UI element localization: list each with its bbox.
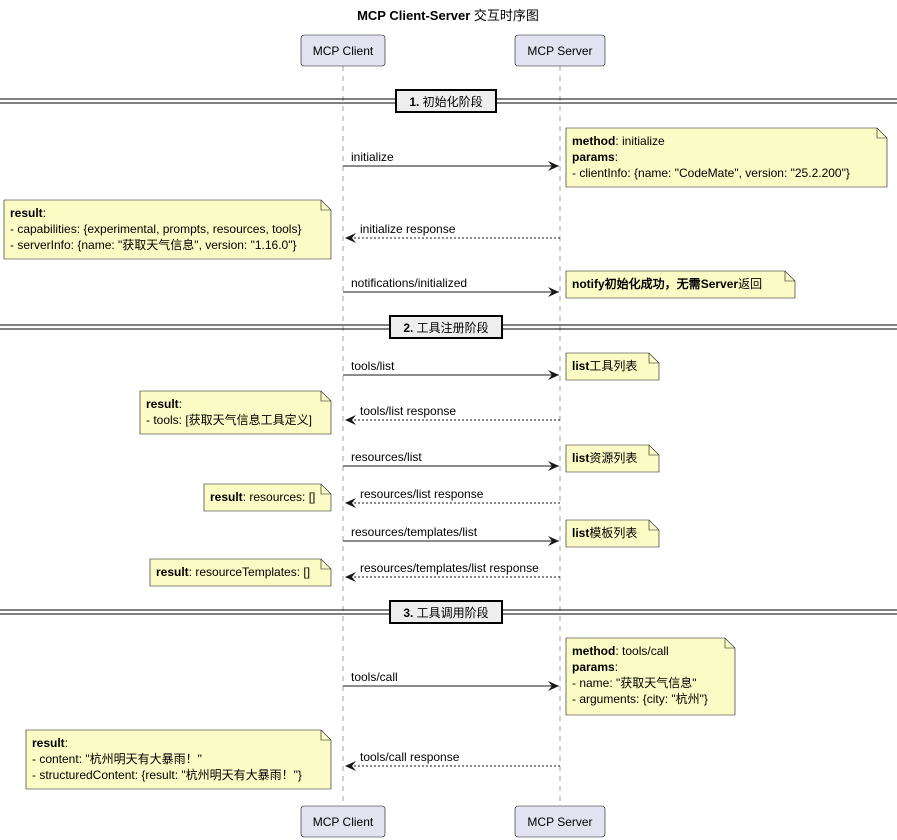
- note-line: - capabilities: {experimental, prompts, …: [10, 222, 301, 236]
- message-tools-call: tools/call: [343, 670, 559, 691]
- note-line: params:: [572, 150, 618, 164]
- note-line: - tools: [获取天气信息工具定义]: [146, 412, 312, 427]
- note-tools-call: method: tools/call params:- name: "获取天气信息…: [565, 637, 736, 716]
- divider-call: 3. 工具调用阶段: [0, 600, 897, 624]
- note-initialize: method: initialize params: - clientInfo: {…: [565, 127, 888, 188]
- note-line: - clientInfo: {name: "CodeMate", version…: [572, 166, 850, 180]
- note-line: list工具列表: [572, 359, 637, 373]
- message-resources-list: resources/list: [343, 450, 559, 471]
- note-line: - arguments: {city: "杭州"}: [572, 691, 708, 706]
- note-line: result:: [10, 206, 46, 220]
- note-resources-list-result: result: resources: []: [203, 483, 332, 512]
- svg-text:tools/call: tools/call: [351, 670, 398, 684]
- participant-client-label: MCP Client: [313, 815, 374, 829]
- svg-text:initialize response: initialize response: [360, 222, 456, 236]
- message-tools-list: tools/list: [343, 359, 559, 380]
- participant-server-bottom: MCP Server: [514, 805, 606, 838]
- note-tools-list-result: result:- tools: [获取天气信息工具定义]: [139, 390, 332, 435]
- note-line: result: resources: []: [210, 490, 315, 504]
- divider-register: 2. 工具注册阶段: [0, 315, 897, 339]
- divider-init: 1. 初始化阶段: [0, 89, 897, 113]
- svg-text:tools/call response: tools/call response: [360, 750, 460, 764]
- svg-text:tools/list: tools/list: [351, 359, 395, 373]
- note-line: params:: [572, 660, 618, 674]
- note-templates-list-result: result: resourceTemplates: []: [149, 558, 332, 587]
- note-line: method: tools/call: [572, 644, 669, 658]
- note-tools-call-result: result:- content: "杭州明天有大暴雨！"- structure…: [25, 729, 332, 790]
- participant-server-top: MCP Server: [514, 34, 606, 67]
- message-tools-list-response: tools/list response: [345, 404, 560, 425]
- svg-text:resources/list response: resources/list response: [360, 487, 484, 501]
- participant-server-label: MCP Server: [527, 44, 592, 58]
- note-notify: notify初始化成功，无需Server返回: [565, 270, 796, 299]
- note-line: list模板列表: [572, 526, 637, 540]
- message-resources-list-response: resources/list response: [345, 487, 560, 508]
- message-resources-templates-list-response: resources/templates/list response: [345, 561, 560, 582]
- note-line: method: initialize: [572, 134, 665, 148]
- message-notifications-initialized: notifications/initialized: [343, 276, 559, 297]
- participant-server-label: MCP Server: [527, 815, 592, 829]
- diagram-title: MCP Client-Server 交互时序图: [357, 8, 539, 23]
- note-line: list资源列表: [572, 451, 637, 465]
- note-line: result: resourceTemplates: []: [156, 565, 310, 579]
- note-line: - content: "杭州明天有大暴雨！": [32, 751, 202, 766]
- note-resources-list: list资源列表: [565, 444, 660, 473]
- note-line: notify初始化成功，无需Server返回: [572, 276, 762, 291]
- svg-text:resources/templates/list: resources/templates/list: [351, 525, 478, 539]
- message-resources-templates-list: resources/templates/list: [343, 525, 559, 546]
- svg-text:initialize: initialize: [351, 150, 394, 164]
- notes-layer: method: initialize params: - clientInfo: {…: [3, 127, 888, 790]
- message-tools-call-response: tools/call response: [345, 750, 560, 771]
- note-line: result:: [32, 736, 68, 750]
- note-initialize-result: result: - capabilities: {experimental, pr…: [3, 199, 332, 260]
- svg-text:tools/list response: tools/list response: [360, 404, 456, 418]
- message-initialize-response: initialize response: [345, 222, 560, 243]
- participant-client-bottom: MCP Client: [300, 805, 386, 838]
- note-line: - name: "获取天气信息": [572, 675, 697, 690]
- divider-label: 2. 工具注册阶段: [403, 320, 488, 335]
- note-line: result:: [146, 397, 182, 411]
- participant-client-label: MCP Client: [313, 44, 374, 58]
- svg-text:resources/list: resources/list: [351, 450, 422, 464]
- message-initialize: initialize: [343, 150, 559, 171]
- note-templates-list: list模板列表: [565, 519, 660, 548]
- note-tools-list: list工具列表: [565, 352, 660, 381]
- divider-label: 1. 初始化阶段: [409, 94, 482, 109]
- note-line: - serverInfo: {name: "获取天气信息", version: …: [10, 237, 296, 252]
- note-line: - structuredContent: {result: "杭州明天有大暴雨！…: [32, 767, 302, 782]
- divider-label: 3. 工具调用阶段: [403, 605, 488, 620]
- svg-text:notifications/initialized: notifications/initialized: [351, 276, 467, 290]
- participant-client-top: MCP Client: [300, 34, 386, 67]
- svg-text:resources/templates/list respo: resources/templates/list response: [360, 561, 539, 575]
